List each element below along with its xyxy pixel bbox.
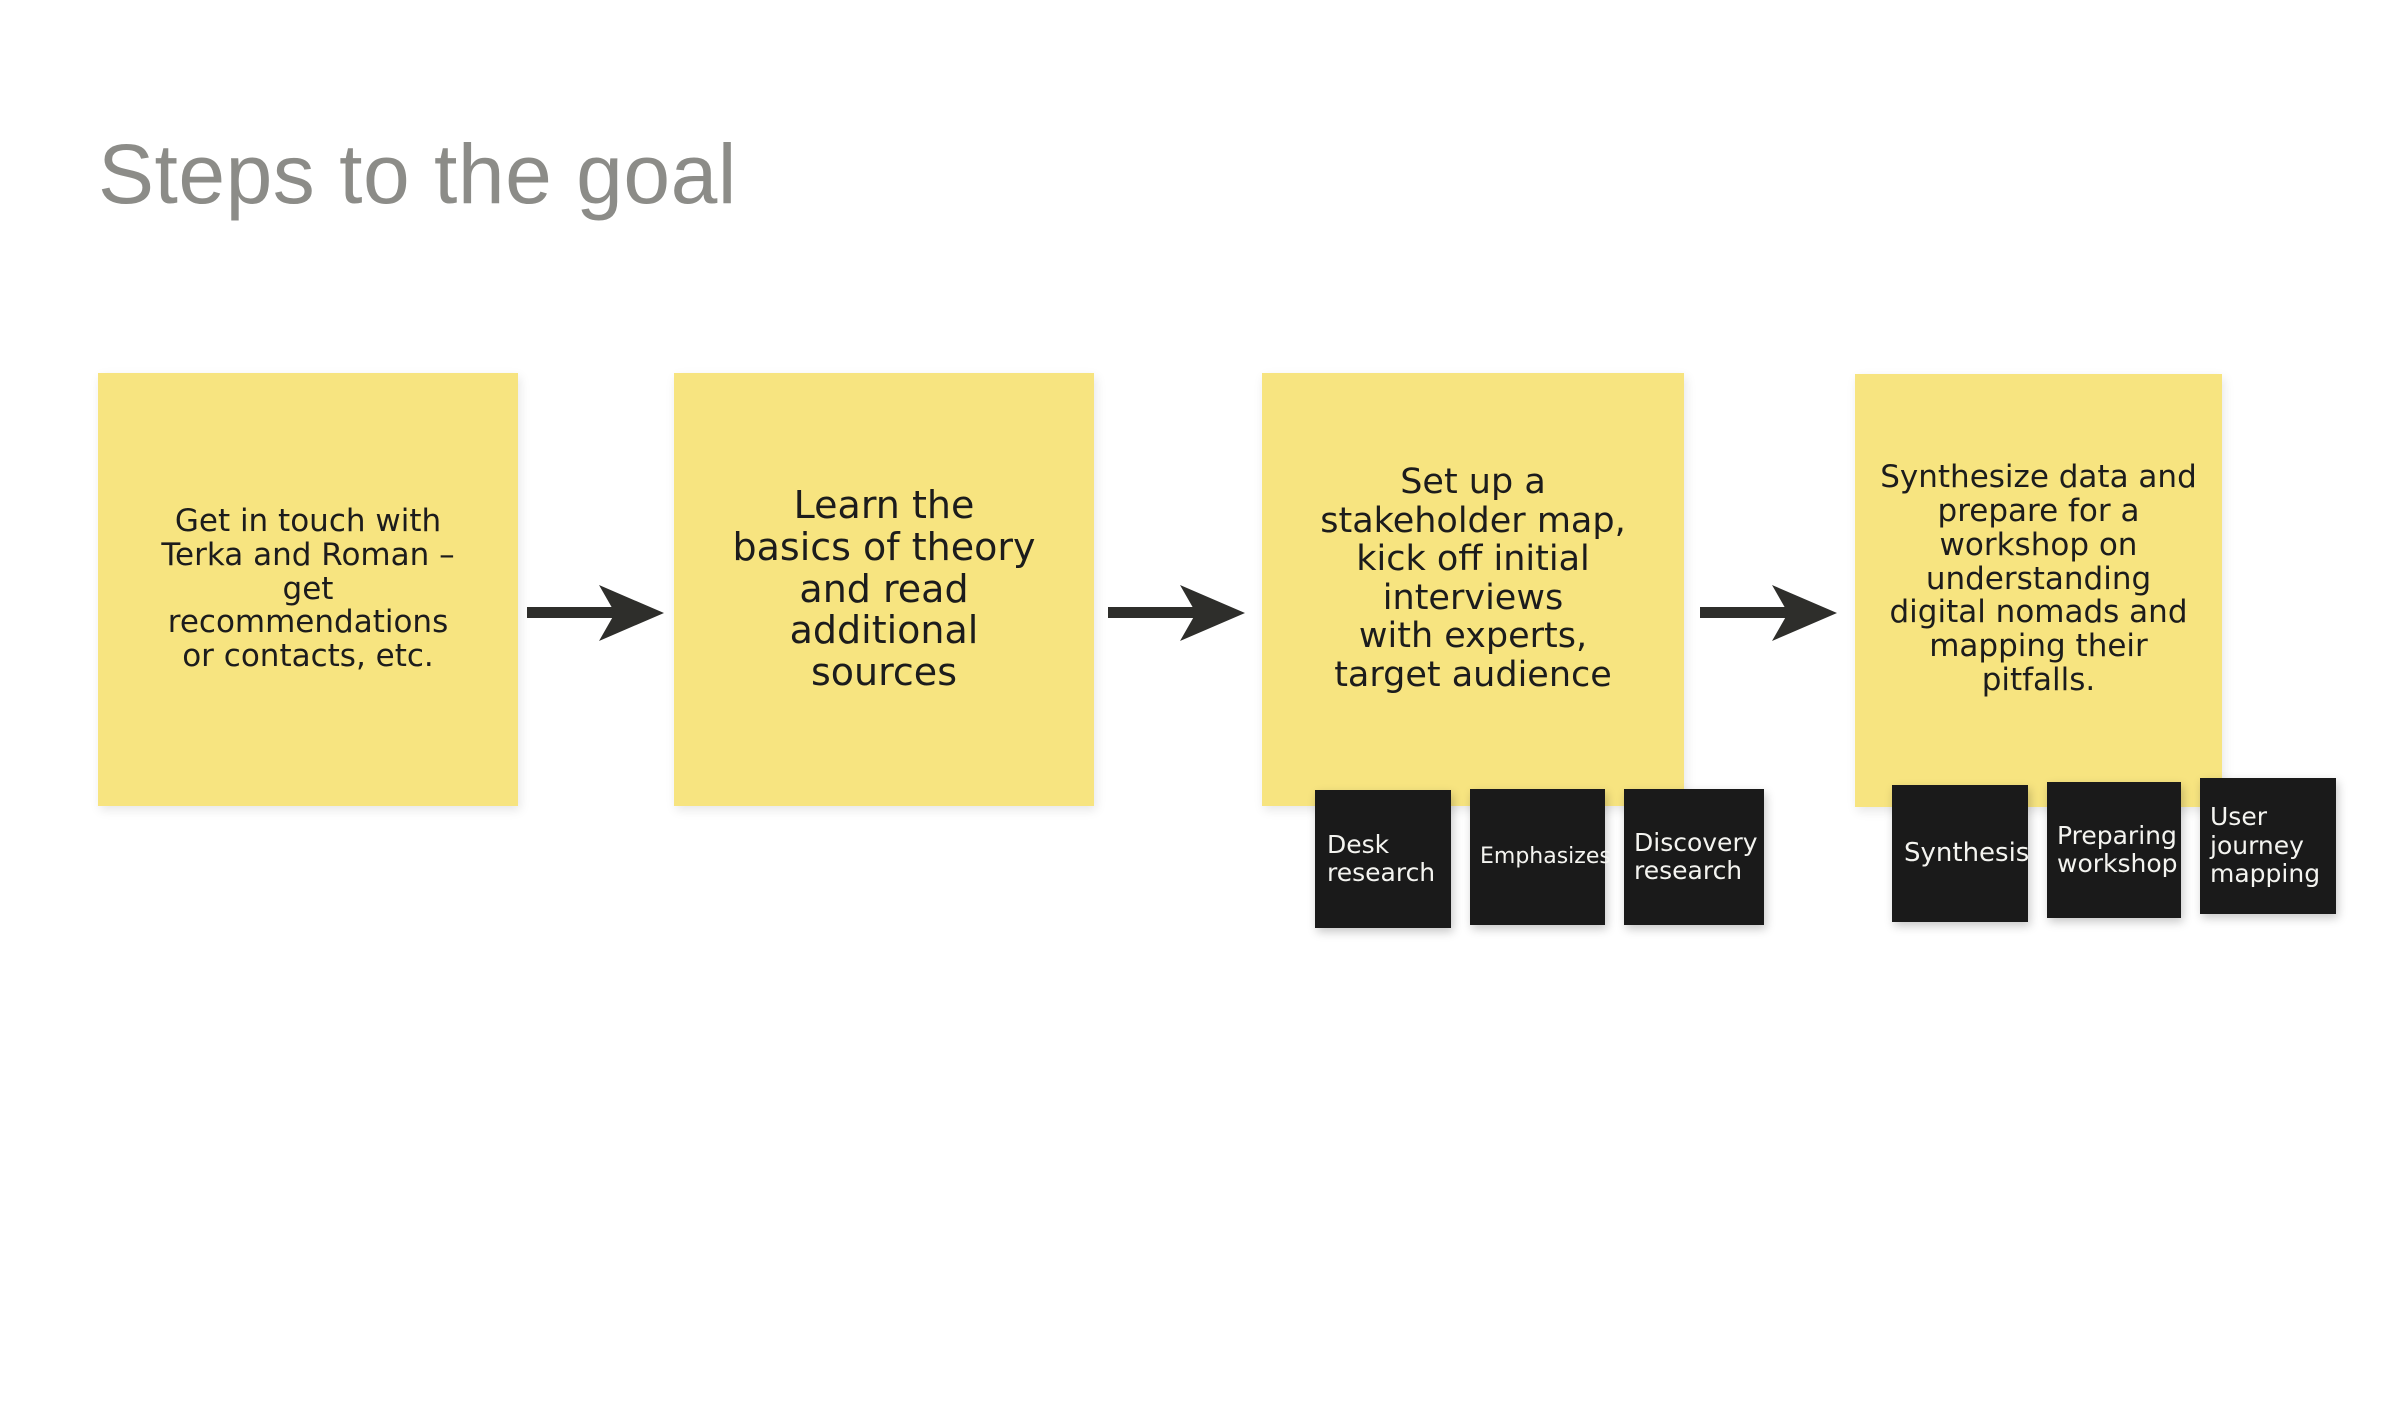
- step-card-2[interactable]: Learn the basics of theory and read addi…: [674, 373, 1094, 806]
- tag-note-discovery-research-label: Discovery research: [1634, 827, 1758, 885]
- tag-note-synthesis[interactable]: Synthesis: [1892, 785, 2030, 922]
- tag-note-user-journey-mapping[interactable]: User journey mapping: [2200, 778, 2336, 914]
- step-card-4-text: Synthesize data and prepare for a worksh…: [1880, 459, 2197, 698]
- tag-note-emphasizes[interactable]: Emphasizes: [1470, 789, 1611, 925]
- tag-note-preparing-workshop-label: Preparing workshop: [2057, 820, 2178, 878]
- tag-note-preparing-workshop[interactable]: Preparing workshop: [2047, 782, 2181, 918]
- tag-note-synthesis-label: Synthesis: [1904, 837, 2030, 868]
- tag-note-discovery-research[interactable]: Discovery research: [1624, 789, 1764, 925]
- step-card-2-text: Learn the basics of theory and read addi…: [732, 483, 1036, 695]
- page-title: Steps to the goal: [98, 127, 737, 221]
- step-card-1[interactable]: Get in touch with Terka and Roman – get …: [98, 373, 518, 806]
- tag-note-desk-research[interactable]: Desk research: [1315, 790, 1451, 928]
- step-card-3[interactable]: Set up a stakeholder map, kick off initi…: [1262, 373, 1684, 806]
- tag-note-emphasizes-label: Emphasizes: [1480, 844, 1611, 870]
- arrow-right-icon-2: [1108, 582, 1246, 644]
- tag-note-user-journey-mapping-label: User journey mapping: [2210, 802, 2321, 889]
- step-card-3-text: Set up a stakeholder map, kick off initi…: [1320, 462, 1626, 695]
- arrow-right-icon-1: [527, 582, 665, 644]
- arrow-right-icon-3: [1700, 582, 1838, 644]
- step-card-1-text: Get in touch with Terka and Roman – get …: [161, 503, 455, 675]
- step-card-4[interactable]: Synthesize data and prepare for a worksh…: [1855, 374, 2222, 807]
- tag-note-desk-research-label: Desk research: [1327, 829, 1436, 887]
